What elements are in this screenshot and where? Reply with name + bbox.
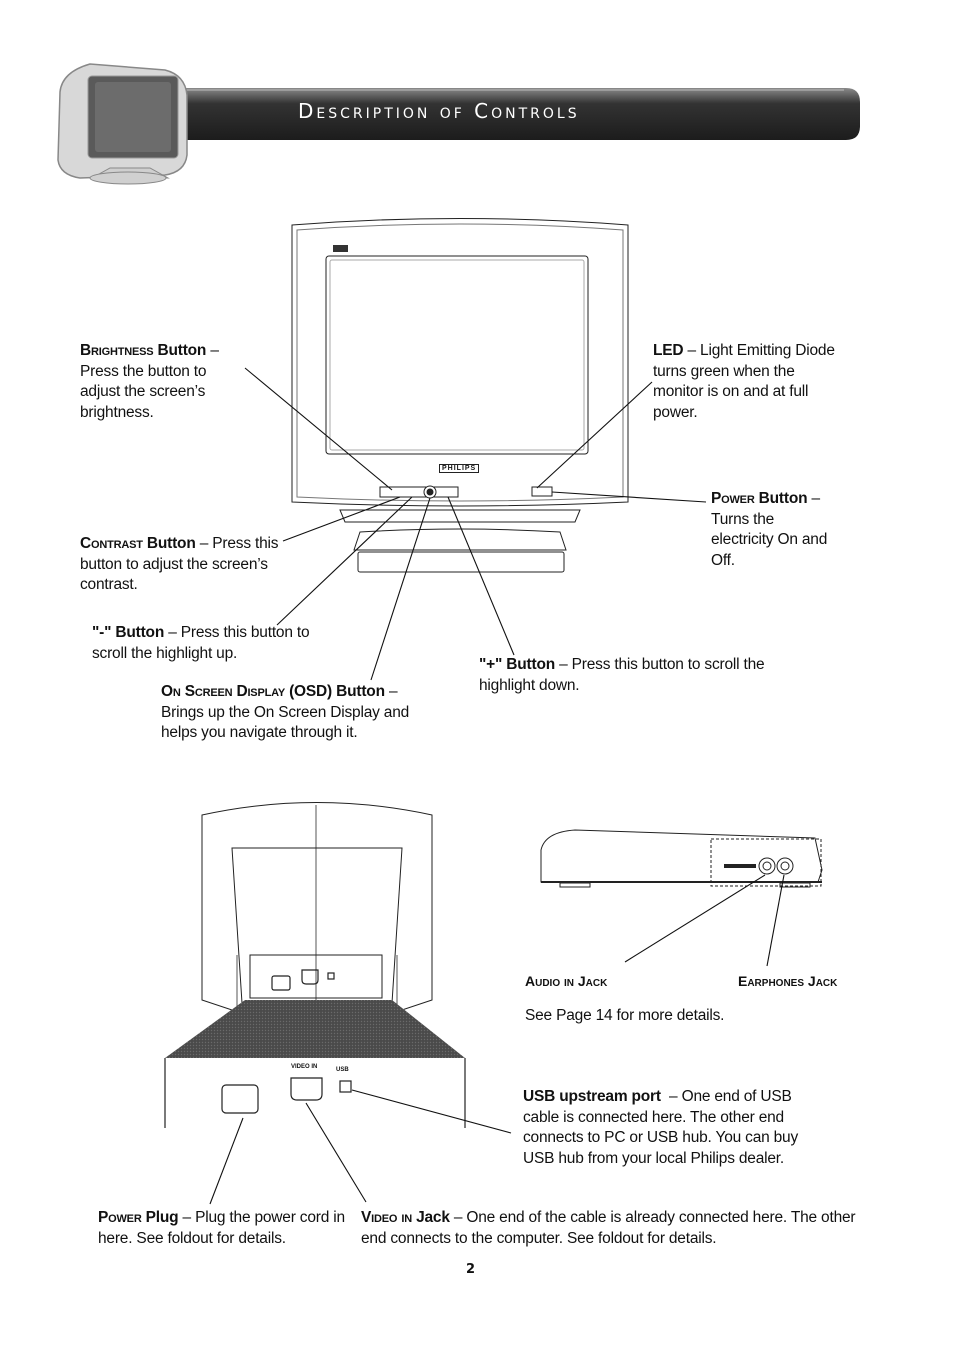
minus-desc: – Press this button to scroll the highli…	[92, 624, 310, 662]
power-plug-desc: – Plug the power cord in here. See foldo…	[98, 1209, 345, 1247]
contrast-term: Button	[146, 535, 196, 552]
monitor-front-drawing	[291, 218, 629, 573]
video-in-term: Jack	[416, 1209, 450, 1226]
minus-term: "-" Button	[92, 624, 165, 641]
brightness-callout: Brightness Button – Press the button to …	[80, 341, 240, 423]
brightness-desc: – Press the button to adjust the screen’…	[80, 342, 219, 421]
earphones-jack-label: Earphones Jack	[738, 973, 838, 989]
monitor-icon	[57, 63, 188, 185]
plus-desc: – Press this button to scroll the highli…	[479, 656, 765, 694]
led-desc: – Light Emitting Diode turns green when …	[653, 342, 835, 421]
power-button-term: Button	[758, 490, 808, 507]
power-button-callout: Power Button – Turns the electricity On …	[711, 489, 839, 571]
minus-button-callout: "-" Button – Press this button to scroll…	[92, 623, 327, 664]
plus-term: "+" Button	[479, 656, 555, 673]
audio-in-jack-label: Audio in Jack	[525, 973, 608, 989]
video-in-port-label: VIDEO IN	[291, 1064, 318, 1070]
usb-term: USB upstream port	[523, 1088, 661, 1105]
header-banner	[150, 88, 860, 140]
usb-desc: – One end of USB cable is connected here…	[523, 1088, 803, 1167]
monitor-back-drawing	[201, 802, 433, 1046]
callout-lines	[209, 367, 785, 1205]
brightness-name: Brightness	[80, 342, 154, 359]
osd-term: (OSD) Button	[289, 683, 385, 700]
page-title: Description of Controls	[298, 99, 580, 123]
side-panel-drawing	[540, 829, 823, 888]
contrast-desc: – Press this button to adjust the screen…	[80, 535, 279, 593]
page-number: 2	[466, 1262, 476, 1277]
video-in-desc: – One end of the cable is already connec…	[361, 1209, 856, 1247]
contrast-callout: Contrast Button – Press this button to a…	[80, 534, 288, 596]
brightness-term: Button	[157, 342, 207, 359]
plus-button-callout: "+" Button – Press this button to scroll…	[479, 655, 779, 696]
see-page-note: See Page 14 for more details.	[525, 1007, 725, 1024]
rear-panel-detail	[164, 969, 466, 1128]
osd-name: On Screen Display	[161, 683, 285, 700]
video-in-callout: Video in Jack – One end of the cable is …	[361, 1208, 856, 1249]
video-in-name: Video in	[361, 1209, 412, 1226]
power-plug-callout: Power Plug – Plug the power cord in here…	[98, 1208, 353, 1249]
power-button-desc: – Turns the electricity On and Off.	[711, 490, 828, 569]
power-plug-term: Plug	[145, 1209, 179, 1226]
led-callout: LED – Light Emitting Diode turns green w…	[653, 341, 843, 423]
usb-port-label: USB	[336, 1067, 349, 1073]
brand-logo: PHILIPS	[439, 464, 480, 473]
power-plug-name: Power	[98, 1209, 142, 1226]
power-button-name: Power	[711, 490, 755, 507]
osd-button-callout: On Screen Display (OSD) Button – Brings …	[161, 682, 411, 744]
led-term: LED	[653, 342, 684, 359]
enlarge-fan	[165, 1000, 465, 1058]
usb-port-callout: USB upstream port – One end of USB cable…	[523, 1087, 828, 1169]
osd-desc: – Brings up the On Screen Display and he…	[161, 683, 410, 741]
contrast-name: Contrast	[80, 535, 143, 552]
